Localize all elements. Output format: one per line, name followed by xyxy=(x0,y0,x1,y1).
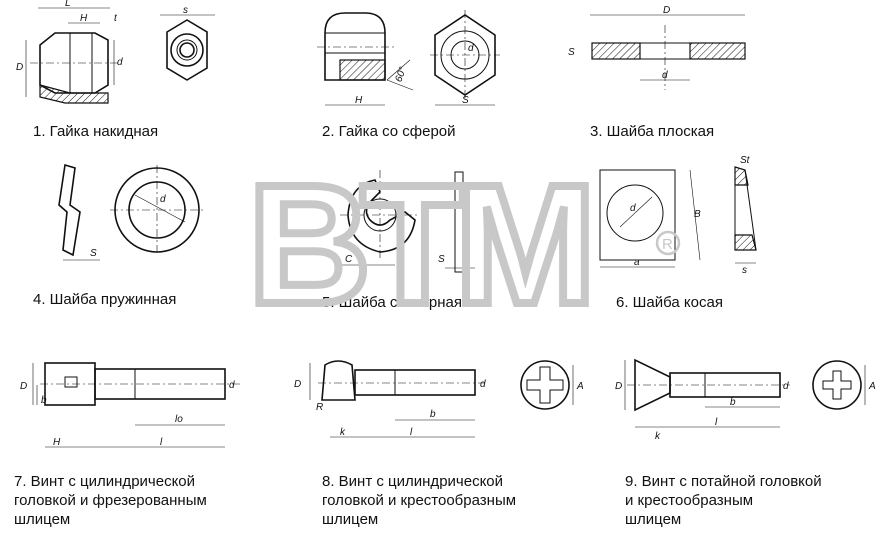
slotted-screw-label-b: b xyxy=(41,395,47,406)
countersunk-label-l: l xyxy=(715,417,718,428)
item-4-spring-washer: S d 4. Шайба пружинная xyxy=(0,160,240,310)
cap-nut-label-H: H xyxy=(80,13,88,24)
spring-washer-label-d: d xyxy=(160,194,166,205)
phillips-cheese-label-b: b xyxy=(430,409,436,420)
flat-washer-label-d: d xyxy=(662,70,668,81)
phillips-cheese-label-A: A xyxy=(576,381,584,392)
flat-washer-label-D: D xyxy=(663,5,670,16)
slotted-screw-drawing: D b lo l H d xyxy=(20,362,240,448)
taper-washer-label-a: a xyxy=(634,257,640,268)
cap-nut-label-t: t xyxy=(114,13,118,24)
phillips-cheese-screw-drawing: D R k b l d A xyxy=(294,360,584,438)
taper-washer-label-s: s xyxy=(742,265,747,276)
caption-7: 7. Винт с цилиндрической головкой и фрез… xyxy=(14,473,207,528)
lock-washer-label-S: S xyxy=(438,254,445,265)
phillips-cheese-label-d: d xyxy=(480,379,486,390)
item-7-slotted-screw: D b lo l H d 7. Винт с цилиндрической го… xyxy=(0,350,290,540)
caption-4: 4. Шайба пружинная xyxy=(33,291,177,308)
slotted-screw-label-l: l xyxy=(160,437,163,448)
item-3-flat-washer: D S d 3. Шайба плоская xyxy=(560,0,760,150)
taper-washer-label-St: St xyxy=(740,155,751,166)
phillips-cheese-label-k: k xyxy=(340,427,346,438)
sphere-nut-top-drawing: d S xyxy=(430,10,500,106)
taper-washer-label-B: B xyxy=(694,209,701,220)
caption-8: 8. Винт с цилиндрической головкой и крес… xyxy=(322,473,517,528)
cap-nut-top-drawing: s xyxy=(160,5,215,81)
caption-5: 5. Шайба стопорная xyxy=(322,294,463,311)
countersunk-label-k: k xyxy=(655,431,661,442)
countersunk-label-D: D xyxy=(615,381,622,392)
item-1-cap-nut: L H t D d s 1. Гайка накидная xyxy=(0,0,240,150)
cap-nut-label-D: D xyxy=(16,62,23,73)
taper-washer-label-d: d xyxy=(630,203,636,214)
caption-1: 1. Гайка накидная xyxy=(33,123,159,140)
phillips-cheese-label-l: l xyxy=(410,427,413,438)
taper-washer-drawing: d B a St s xyxy=(599,155,757,276)
spring-washer-drawing: S d xyxy=(58,163,205,261)
sphere-nut-label-d: d xyxy=(468,43,474,54)
phillips-cheese-label-D: D xyxy=(294,379,301,390)
item-2-sphere-nut: H 60° d S 2. Гайка со сферой xyxy=(300,0,520,150)
spring-washer-label-S: S xyxy=(90,248,97,259)
cap-nut-label-s: s xyxy=(183,5,188,16)
sphere-nut-label-60: 60° xyxy=(393,66,409,84)
caption-9: 9. Винт с потайной головкой и крестообра… xyxy=(625,473,822,528)
flat-washer-drawing: D S d xyxy=(568,5,746,90)
slotted-screw-label-d: d xyxy=(229,380,235,391)
sphere-nut-side-drawing: H 60° xyxy=(317,12,414,106)
cap-nut-label-L: L xyxy=(65,0,71,9)
slotted-screw-label-D: D xyxy=(20,381,27,392)
item-6-taper-washer: d B a St s 6. Шайба косая xyxy=(590,150,770,311)
caption-2: 2. Гайка со сферой xyxy=(322,123,456,140)
item-5-lock-washer: C S 5. Шайба стопорная xyxy=(310,160,510,311)
sphere-nut-label-S: S xyxy=(462,95,469,106)
cap-nut-label-d: d xyxy=(117,57,123,68)
countersunk-label-A: A xyxy=(868,381,876,392)
caption-3: 3. Шайба плоская xyxy=(590,123,715,140)
countersunk-label-d: d xyxy=(783,381,789,392)
slotted-screw-label-H: H xyxy=(53,437,61,448)
lock-washer-label-C: C xyxy=(345,254,353,265)
slotted-screw-label-lo: lo xyxy=(175,414,183,425)
flat-washer-label-S: S xyxy=(568,47,575,58)
item-9-countersunk-screw: D b l k d A 9. Винт с потайной головкой … xyxy=(605,350,895,540)
lock-washer-drawing: C S xyxy=(340,170,475,273)
caption-6: 6. Шайба косая xyxy=(616,294,723,311)
item-8-phillips-cheese-screw: D R k b l d A 8. Винт с цилиндрической г… xyxy=(290,350,600,540)
phillips-cheese-label-R: R xyxy=(316,402,323,413)
countersunk-label-b: b xyxy=(730,397,736,408)
cap-nut-side-drawing: L H t D d xyxy=(16,0,123,104)
countersunk-screw-drawing: D b l k d A xyxy=(615,358,876,442)
sphere-nut-label-H: H xyxy=(355,95,363,106)
